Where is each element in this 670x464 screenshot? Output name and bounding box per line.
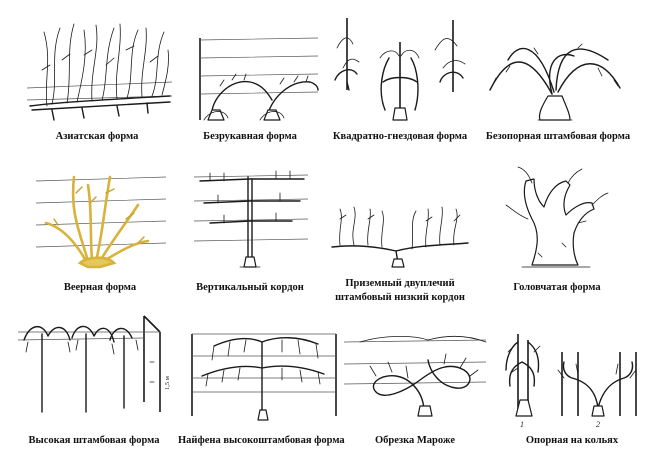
square-nest-form-drawing — [334, 18, 466, 121]
figure-staked-form: 1 2 Опорная на кольях — [492, 312, 652, 462]
figure-low-two-arm-cordon: Приземный двуплечий штамбовый низкий кор… — [320, 163, 480, 303]
unsupported-standard-form-drawing — [489, 43, 621, 121]
figure-head-form: Головчатая форма — [482, 163, 632, 303]
high-standard-form-drawing — [17, 315, 161, 413]
marozhe-pruning-drawing — [343, 335, 487, 417]
height-mark-label: 1,5 м — [164, 376, 171, 390]
figure-sleeveless-form: Безрукавная форма — [180, 10, 320, 150]
caption-staked-form: Опорная на кольях — [525, 435, 619, 446]
figure-marozhe-pruning: Обрезка Мароже — [340, 312, 490, 462]
caption-low-cordon-line2: штамбовый низкий кордон — [335, 292, 465, 303]
figure-asian-form: Азиатская форма — [22, 10, 173, 150]
caption-marozhe-pruning: Обрезка Мароже — [374, 435, 456, 446]
figure-vertical-cordon: Вертикальный кордон — [180, 163, 320, 303]
staked-form-drawing — [505, 334, 637, 417]
caption-asian-form: Азиатская форма — [55, 131, 139, 142]
figure-number-1: 1 — [520, 420, 524, 429]
caption-high-standard-form: Высокая штамбовая форма — [28, 435, 160, 446]
figure-knyfen-high-standard: Найфена высокоштамбовая форма — [178, 312, 345, 462]
caption-low-cordon-line1: Приземный двуплечий — [345, 278, 455, 289]
figure-high-standard-form: 1,5 м Высокая штамбовая форма — [14, 312, 174, 462]
asian-form-drawing — [26, 23, 173, 121]
caption-knyfen-high-standard: Найфена высокоштамбовая форма — [178, 435, 345, 446]
figure-number-2: 2 — [596, 420, 600, 429]
caption-head-form: Головчатая форма — [513, 282, 601, 293]
knyfen-high-standard-drawing — [191, 333, 337, 421]
fan-form-drawing — [35, 175, 167, 269]
caption-fan-form: Веерная форма — [63, 282, 137, 293]
caption-unsupported-standard-form: Безопорная штамбовая форма — [485, 131, 631, 142]
sleeveless-form-drawing — [199, 37, 319, 121]
vertical-cordon-drawing — [193, 170, 309, 268]
figure-fan-form: Веерная форма — [30, 163, 170, 303]
figure-square-nest-form: Квадратно-гнездовая форма — [325, 10, 475, 150]
caption-square-nest-form: Квадратно-гнездовая форма — [332, 131, 468, 142]
caption-sleeveless-form: Безрукавная форма — [203, 131, 297, 142]
low-two-arm-cordon-drawing — [331, 206, 469, 268]
caption-vertical-cordon: Вертикальный кордон — [196, 282, 304, 293]
figure-unsupported-standard-form: Безопорная штамбовая форма — [478, 10, 638, 150]
head-form-drawing — [505, 166, 609, 268]
